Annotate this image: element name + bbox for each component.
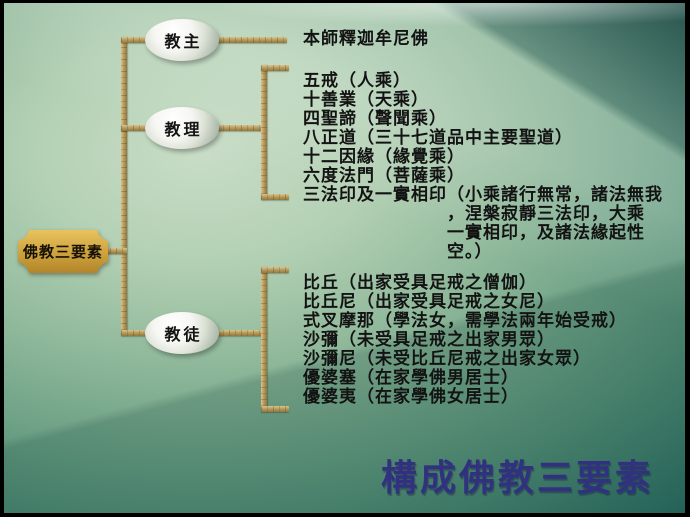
doctrine-item: 十善業（天乘） xyxy=(303,90,429,109)
doctrine-list: 五戒（人乘） 十善業（天乘） 四聖諦（聲聞乘） 八正道（三十七道品中主要聖道） … xyxy=(303,71,663,261)
node-doctrine-label: 教理 xyxy=(164,122,203,139)
doctrine-item: 四聖諦（聲聞乘） xyxy=(303,109,447,128)
doctrine-item: 三法印及一實相印（小乘諸行無常，諸法無我 ，涅槃寂靜三法印，大乘 一實相印，及諸… xyxy=(303,185,663,261)
slide-canvas: 佛教三要素 教主 教理 教徒 本師釋迦牟尼佛 五戒（人乘） 十善業（天乘） 四聖… xyxy=(4,3,685,513)
doctrine-item: 五戒（人乘） xyxy=(303,71,411,90)
doctrine-item-note: （小乘諸行無常，諸法無我 ，涅槃寂靜三法印，大乘 一實相印，及諸法緣起性 空。） xyxy=(447,185,663,261)
doctrine-bracket-bottom-arm xyxy=(261,194,289,200)
follower-item: 比丘（出家受具足戒之僧伽） xyxy=(303,273,537,292)
follower-item: 優婆夷（在家學佛女居士） xyxy=(303,387,519,406)
doctrine-bracket-top-arm xyxy=(261,65,289,71)
node-leader: 教主 xyxy=(145,19,219,61)
slide-caption: 構成佛教三要素 xyxy=(381,457,655,498)
follower-item: 式叉摩那（學法女，需學法兩年始受戒） xyxy=(303,311,627,330)
follower-item: 比丘尼（出家受具足戒之女尼） xyxy=(303,292,555,311)
followers-bracket-bottom-arm xyxy=(261,406,289,412)
node-followers: 教徒 xyxy=(145,312,219,354)
followers-bracket-top-arm xyxy=(261,267,289,273)
followers-list: 比丘（出家受具足戒之僧伽） 比丘尼（出家受具足戒之女尼） 式叉摩那（學法女，需學… xyxy=(303,273,627,406)
leader-content-text: 本師釋迦牟尼佛 xyxy=(303,29,429,48)
follower-item: 沙彌尼（未受比丘尼戒之出家女眾） xyxy=(303,349,591,368)
root-plaque: 佛教三要素 xyxy=(18,230,108,273)
follower-item: 沙彌（未受具足戒之出家男眾） xyxy=(303,330,555,349)
node-followers-label: 教徒 xyxy=(164,327,203,344)
plaque-connector-line xyxy=(104,248,127,254)
doctrine-item: 六度法門（菩薩乘） xyxy=(303,166,465,185)
doctrine-bracket-vertical xyxy=(261,65,267,200)
doctrine-item: 十二因緣（緣覺乘） xyxy=(303,147,465,166)
follower-item: 優婆塞（在家學佛男居士） xyxy=(303,368,519,387)
doctrine-item-label: 三法印及一實相印 xyxy=(303,185,447,204)
trunk-line xyxy=(121,37,127,336)
followers-bracket-vertical xyxy=(261,267,267,412)
node-doctrine: 教理 xyxy=(145,107,219,149)
doctrine-item: 八正道（三十七道品中主要聖道） xyxy=(303,128,573,147)
root-plaque-label: 佛教三要素 xyxy=(22,244,103,261)
node-leader-label: 教主 xyxy=(164,34,203,51)
root-plaque-shape: 佛教三要素 xyxy=(18,230,108,273)
